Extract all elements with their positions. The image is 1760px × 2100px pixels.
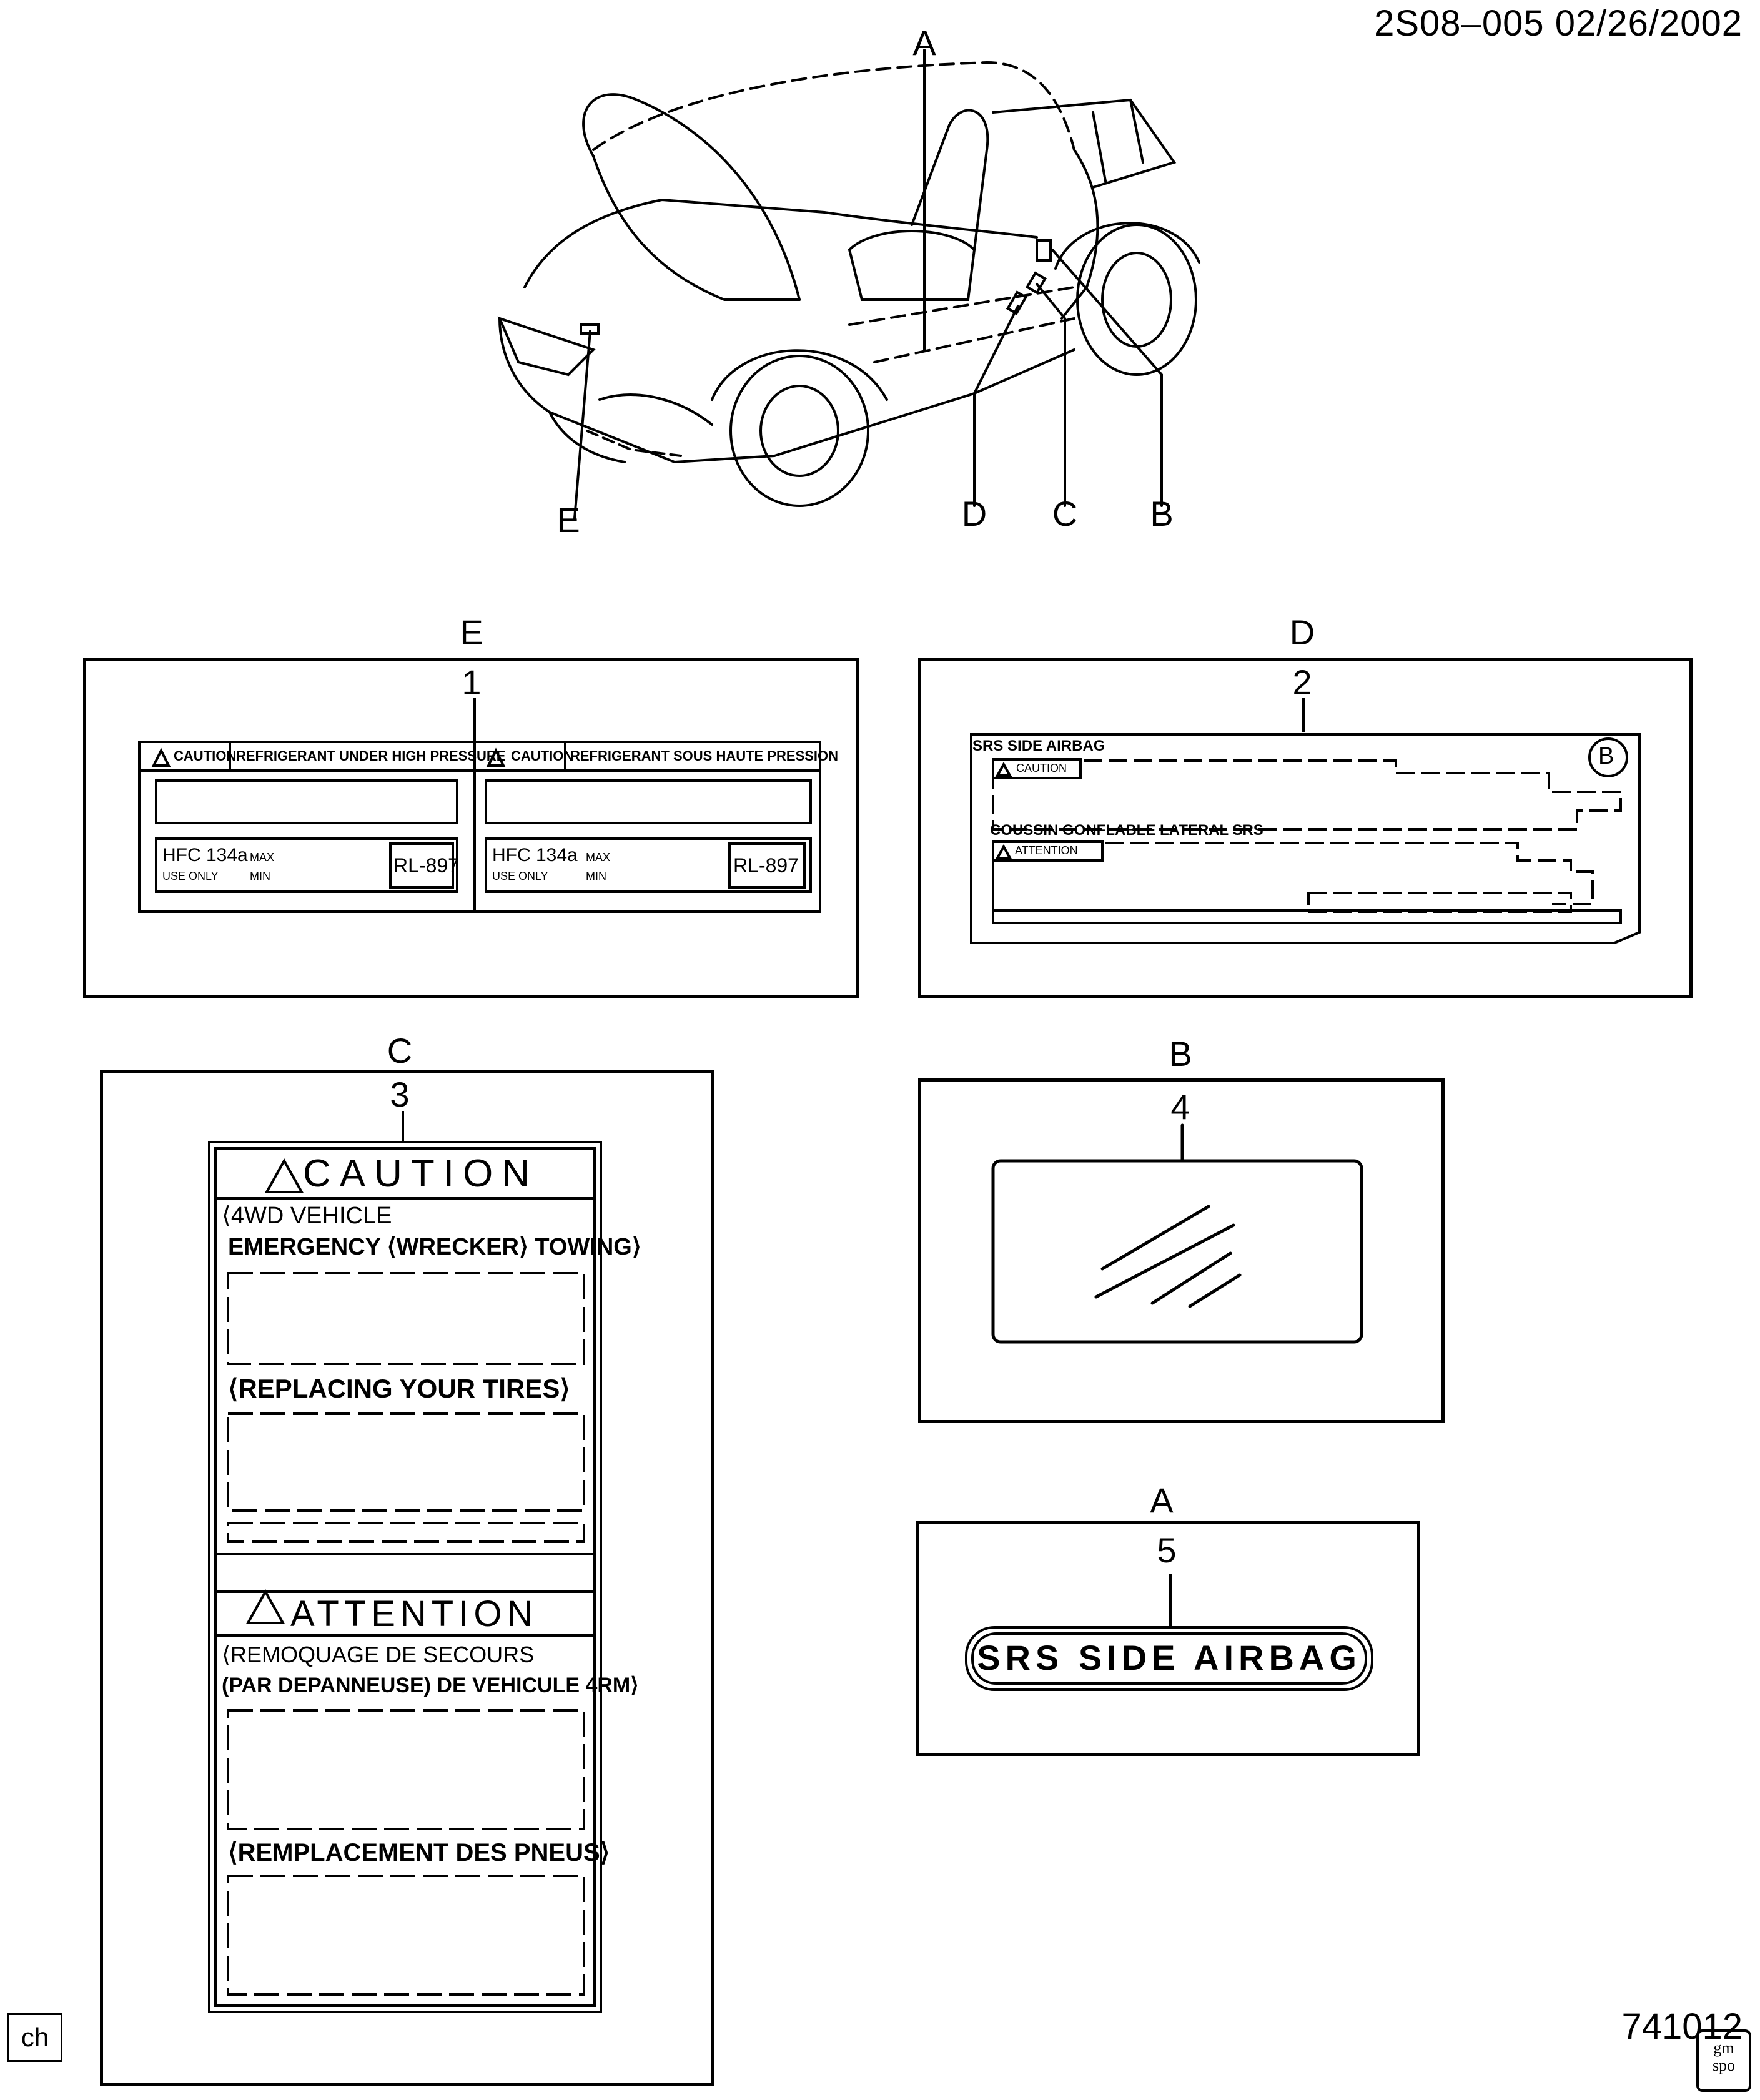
panel-e-letter: E: [460, 613, 483, 652]
vehicle-drawing: [497, 49, 1200, 520]
a-srs-side-airbag: SRS SIDE AIRBAG: [977, 1638, 1362, 1677]
ch-badge: ch: [7, 2013, 62, 2062]
callout-a-vehicle: A: [912, 23, 936, 62]
e-use-only-fr: USE ONLY: [492, 870, 548, 882]
panel-e: CAUTION REFRIGERANT UNDER HIGH PRESSURE …: [83, 658, 859, 998]
panel-e-item-number: 1: [462, 663, 482, 702]
callout-e-vehicle: E: [556, 500, 580, 540]
callout-c-vehicle: C: [1052, 494, 1078, 533]
panel-b-letter: B: [1169, 1034, 1192, 1073]
e-max-fr: MAX: [586, 851, 611, 864]
e-use-only-en: USE ONLY: [162, 870, 219, 882]
e-en-title: REFRIGERANT UNDER HIGH PRESSURE: [236, 748, 506, 764]
panel-d-drawing: [970, 698, 1641, 944]
e-min-fr: MIN: [586, 870, 606, 882]
e-code-fr: RL-897: [733, 854, 799, 877]
c-attention: ATTENTION: [290, 1594, 538, 1634]
e-refrigerant-fr: HFC 134a: [492, 845, 578, 865]
panel-b-drawing: [991, 1123, 1363, 1344]
panel-c-letter: C: [387, 1031, 413, 1070]
c-fr-tires: ⟨REMPLACEMENT DES PNEUS⟩: [228, 1839, 610, 1866]
panel-e-drawing: [138, 698, 821, 913]
e-fr-title: REFRIGERANT SOUS HAUTE PRESSION: [570, 748, 839, 764]
c-en-tires: ⟨REPLACING YOUR TIRES⟩: [228, 1374, 570, 1403]
panel-a-item-number: 5: [1157, 1531, 1177, 1570]
e-caution: CAUTION: [174, 748, 237, 764]
panel-d-letter: D: [1289, 613, 1315, 652]
d-attention: ATTENTION: [1015, 844, 1078, 857]
panel-b: [918, 1078, 1445, 1423]
d-badge-b: B: [1598, 743, 1614, 769]
figure-number: 741012: [1621, 2006, 1743, 2047]
panel-d: SRS SIDE AIRBAG CAUTION COUSSIN GONFLABL…: [918, 658, 1693, 998]
vehicle-illustration: [475, 25, 1224, 543]
panel-c-item-number: 3: [390, 1075, 410, 1114]
d-title-en: SRS SIDE AIRBAG: [972, 737, 1105, 754]
panel-c-drawing: [208, 1111, 602, 2013]
c-fr-line2: (PAR DEPANNEUSE) DE VEHICULE 4RM⟩: [222, 1674, 639, 1697]
panel-a-drawing: [965, 1574, 1373, 1691]
document-code: 2S08–005 02/26/2002: [1374, 3, 1743, 44]
callout-d-vehicle: D: [961, 494, 987, 533]
c-en-line2: EMERGENCY ⟨WRECKER⟩ TOWING⟩: [228, 1234, 641, 1260]
e-caution-fr: CAUTION: [511, 748, 574, 764]
c-caution: CAUTION: [303, 1152, 538, 1195]
callout-b-vehicle: B: [1150, 494, 1174, 533]
d-caution: CAUTION: [1016, 762, 1067, 774]
panel-a: SRS SIDE AIRBAG: [916, 1521, 1420, 1756]
e-min-en: MIN: [250, 870, 270, 882]
panel-c: CAUTION ⟨4WD VEHICLE EMERGENCY ⟨WRECKER⟩…: [100, 1070, 714, 2086]
panel-a-letter: A: [1150, 1481, 1174, 1520]
c-en-line1: ⟨4WD VEHICLE: [222, 1203, 392, 1229]
c-fr-line1: ⟨REMOQUAGE DE SECOURS: [222, 1642, 535, 1667]
d-title-fr: COUSSIN GONFLABLE LATERAL SRS: [990, 822, 1263, 839]
e-max-en: MAX: [250, 851, 275, 864]
e-refrigerant-en: HFC 134a: [162, 845, 248, 865]
e-code-en: RL-897: [393, 854, 459, 877]
panel-d-item-number: 2: [1292, 663, 1312, 702]
panel-b-item-number: 4: [1170, 1087, 1190, 1126]
